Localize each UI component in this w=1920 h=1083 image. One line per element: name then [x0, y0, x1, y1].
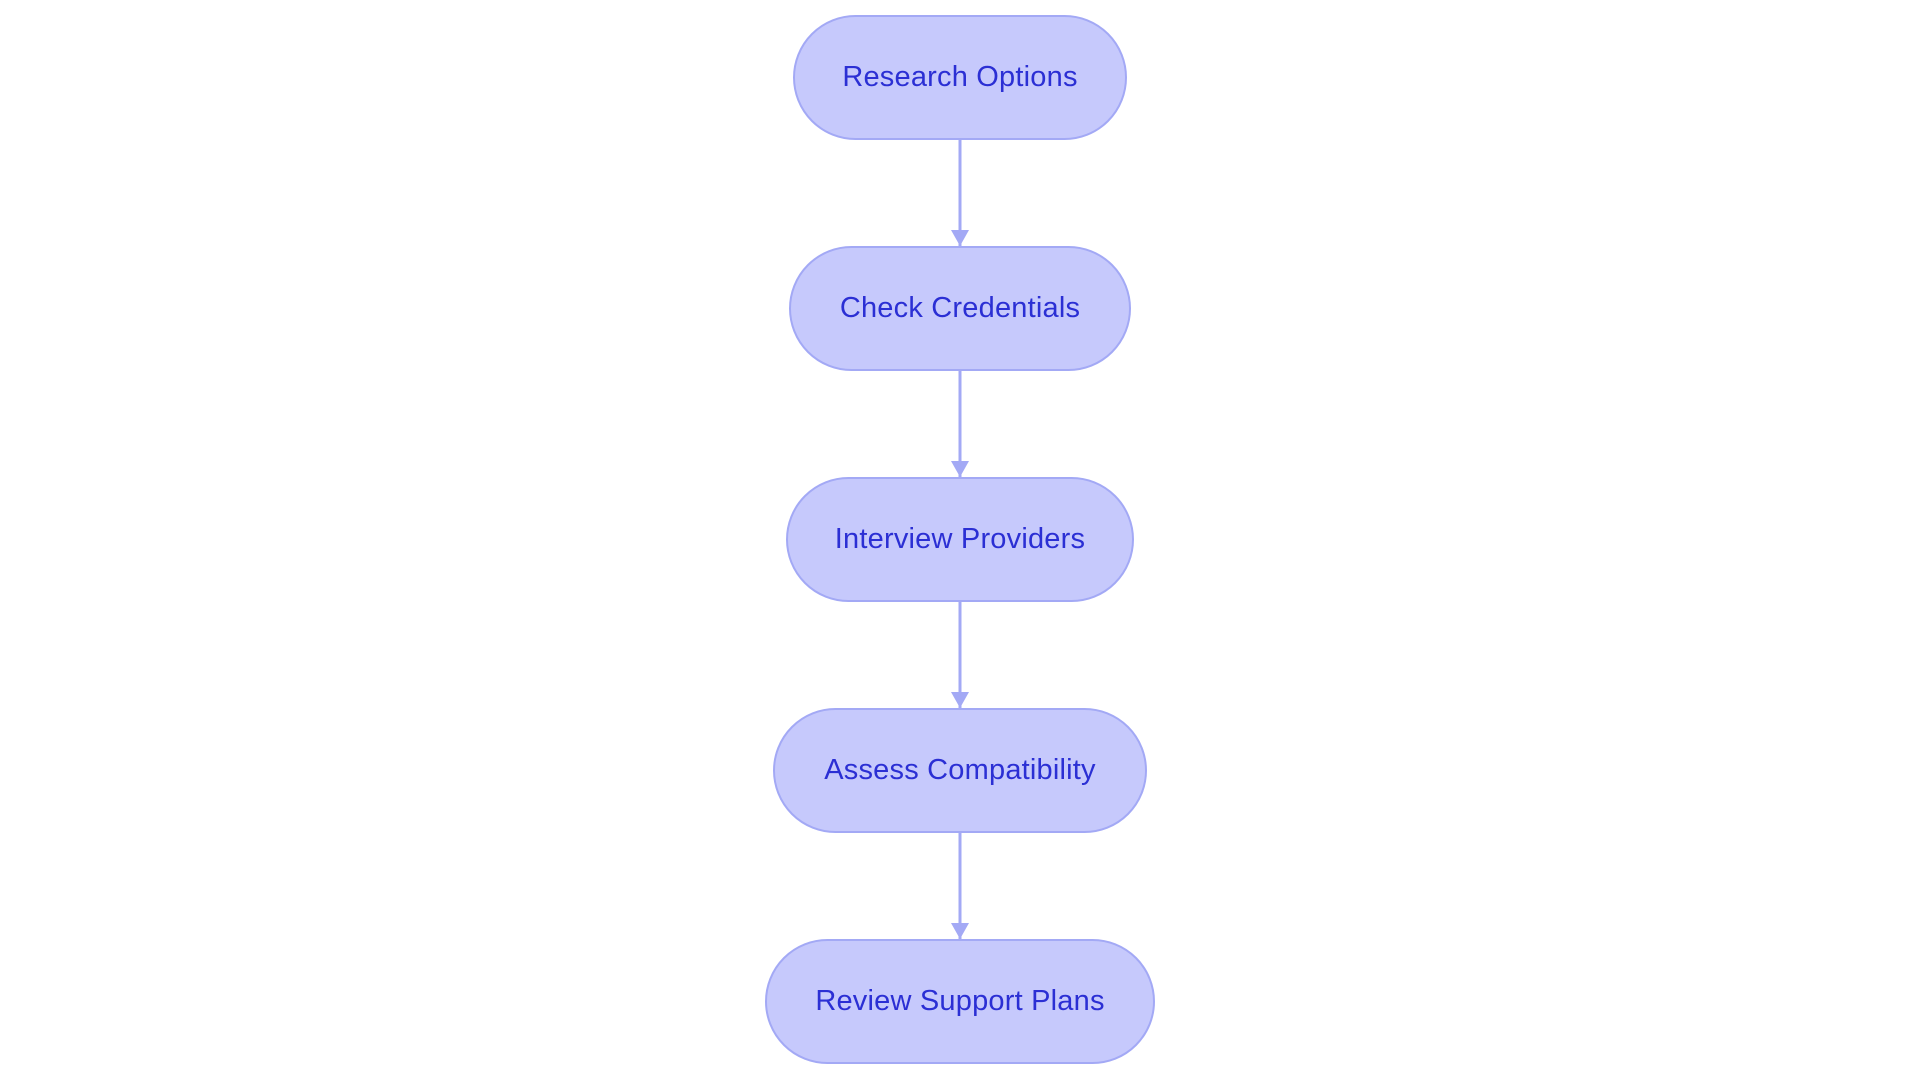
connector-line — [958, 371, 962, 477]
connector-line — [958, 833, 962, 939]
arrowhead-down-icon — [951, 692, 969, 708]
flow-node-label: Review Support Plans — [815, 985, 1105, 1017]
flow-node-review-support-plans[interactable]: Review Support Plans — [765, 939, 1155, 1064]
flow-node-assess-compatibility[interactable]: Assess Compatibility — [773, 708, 1147, 833]
arrowhead-down-icon — [951, 923, 969, 939]
connector-check-credentials-to-interview-providers — [945, 371, 975, 477]
connector-line — [958, 602, 962, 708]
flow-node-label: Assess Compatibility — [824, 754, 1096, 786]
flow-node-check-credentials[interactable]: Check Credentials — [789, 246, 1131, 371]
connector-line — [958, 140, 962, 246]
arrowhead-down-icon — [951, 230, 969, 246]
connector-assess-compatibility-to-review-support-plans — [945, 833, 975, 939]
flow-node-label: Interview Providers — [834, 523, 1086, 555]
flow-node-label: Check Credentials — [839, 292, 1081, 324]
arrowhead-down-icon — [951, 461, 969, 477]
flow-node-interview-providers[interactable]: Interview Providers — [786, 477, 1134, 602]
flow-node-label: Research Options — [842, 61, 1078, 93]
flow-node-research-options[interactable]: Research Options — [793, 15, 1127, 140]
connector-research-options-to-check-credentials — [945, 140, 975, 246]
connector-interview-providers-to-assess-compatibility — [945, 602, 975, 708]
